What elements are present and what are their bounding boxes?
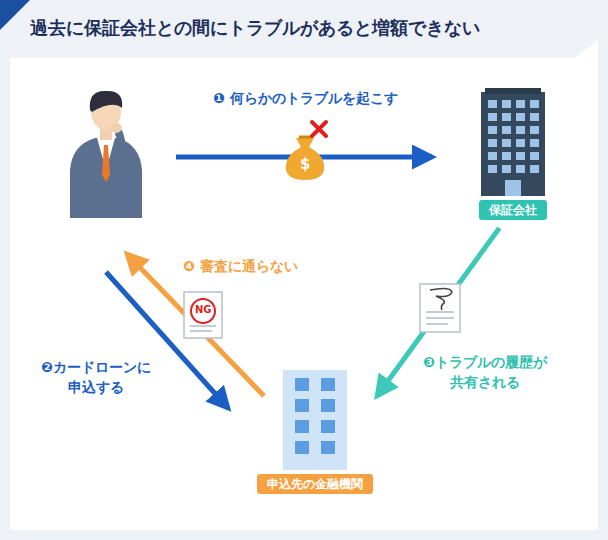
window: [516, 113, 525, 121]
window: [530, 139, 539, 147]
building-icon: [479, 88, 547, 196]
window: [321, 399, 335, 412]
building-body: [283, 370, 347, 470]
label: $: [300, 155, 310, 173]
corner-triangle: [0, 0, 30, 30]
building-icon: [281, 366, 349, 470]
label: ❷カードローンに 申込する: [34, 357, 158, 397]
window: [488, 100, 497, 108]
window: [530, 113, 539, 121]
institution-node: 申込先の金融機関: [257, 366, 373, 494]
person: [70, 91, 142, 218]
window: [502, 100, 511, 108]
title: 過去に保証会社との間にトラブルがあると増額できない: [30, 16, 480, 40]
roof: [485, 88, 541, 94]
window: [516, 126, 525, 134]
window: [502, 165, 511, 173]
drawing-part: [102, 145, 110, 182]
window: [488, 152, 497, 160]
window: [488, 126, 497, 134]
drawing-part: [184, 292, 222, 338]
window: [530, 165, 539, 173]
window: [295, 420, 309, 433]
building-body: [481, 92, 545, 196]
drawing-part: [112, 128, 126, 175]
window: [295, 399, 309, 412]
edge-label: ❸トラブルの履歴が 共有される: [417, 352, 553, 392]
label: NG: [195, 304, 212, 315]
drawing-part: [312, 122, 326, 136]
institution-node: 保証会社: [479, 88, 547, 220]
window: [488, 113, 497, 121]
drawing-part: [190, 326, 216, 331]
window: [530, 100, 539, 108]
window: [516, 152, 525, 160]
money-bag: [286, 122, 326, 180]
connector-arrow: [377, 228, 499, 396]
drawing-part: [191, 299, 215, 323]
window: [516, 165, 525, 173]
label: ❹ 審査に通らない: [183, 258, 298, 276]
drawing-part: [90, 91, 122, 112]
drawing-part: [70, 138, 142, 218]
drawing-part: [110, 123, 122, 133]
label: ❶ 何らかのトラブルを起こす: [213, 90, 398, 108]
door: [505, 180, 521, 196]
panel: [10, 40, 598, 530]
window: [295, 441, 309, 454]
drawing-part: [299, 136, 311, 139]
window: [530, 126, 539, 134]
drawing-part: [286, 138, 324, 180]
window: [502, 126, 511, 134]
drawing-part: [377, 228, 499, 396]
window: [502, 152, 511, 160]
trouble-document: [420, 284, 460, 332]
window: [530, 152, 539, 160]
window: [321, 441, 335, 454]
name-badge: 保証会社: [479, 200, 547, 220]
name-badge: 申込先の金融機関: [257, 474, 373, 494]
window: [321, 378, 335, 391]
window: [516, 139, 525, 147]
drawing-part: [426, 312, 454, 324]
window: [502, 139, 511, 147]
window: [502, 113, 511, 121]
window: [321, 420, 335, 433]
window: [516, 100, 525, 108]
window: [488, 139, 497, 147]
window: [295, 378, 309, 391]
drawing-part: [420, 284, 460, 332]
window: [488, 165, 497, 173]
ng-document: [184, 292, 222, 338]
drawing-part: [430, 288, 452, 310]
